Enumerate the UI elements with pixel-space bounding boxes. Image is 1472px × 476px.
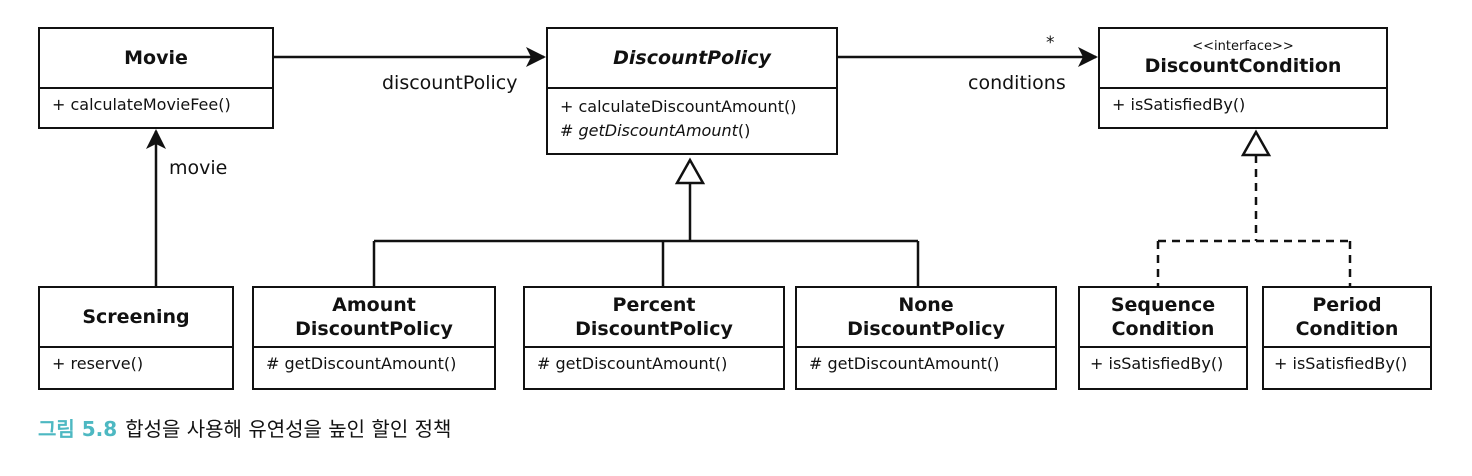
- class-name-line1: Percent: [612, 294, 696, 316]
- class-discountcondition: <<interface>> DiscountCondition + isSati…: [1098, 27, 1388, 129]
- class-discountpolicy-ops: + calculateDiscountAmount() # getDiscoun…: [548, 89, 836, 147]
- class-sequencecondition: Sequence Condition + isSatisfiedBy(): [1078, 286, 1248, 390]
- stereotype: <<interface>>: [1192, 38, 1294, 54]
- label-conditions-role: conditions: [968, 72, 1066, 94]
- class-screening-ops: + reserve(): [40, 348, 232, 380]
- class-name: DiscountCondition: [1144, 54, 1342, 77]
- class-nonediscountpolicy-ops: # getDiscountAmount(): [797, 348, 1055, 380]
- class-sequencecondition-ops: + isSatisfiedBy(): [1080, 348, 1246, 380]
- class-screening: Screening + reserve(): [38, 286, 234, 390]
- class-name-line2: Condition: [1295, 318, 1399, 340]
- class-movie-ops: + calculateMovieFee(): [40, 89, 272, 121]
- class-name-line2: DiscountPolicy: [575, 318, 733, 340]
- operation: + isSatisfiedBy(): [1090, 354, 1224, 373]
- label-multiplicity: *: [1046, 33, 1055, 53]
- operation: + isSatisfiedBy(): [1274, 354, 1408, 373]
- operation-suffix: (): [737, 121, 751, 140]
- class-name: DiscountPolicy: [613, 47, 771, 69]
- class-name-line1: Period: [1312, 294, 1382, 316]
- operation-name: getDiscountAmount: [578, 121, 738, 140]
- operation: # getDiscountAmount(): [537, 354, 728, 373]
- figure-caption: 그림 5.8 합성을 사용해 유연성을 높인 할인 정책: [38, 416, 451, 442]
- class-sequencecondition-header: Sequence Condition: [1080, 288, 1246, 348]
- class-name: Screening: [82, 306, 190, 328]
- class-discountcondition-ops: + isSatisfiedBy(): [1100, 89, 1386, 121]
- class-periodcondition-ops: + isSatisfiedBy(): [1264, 348, 1430, 380]
- class-name: Movie: [124, 47, 188, 69]
- class-nonediscountpolicy: None DiscountPolicy # getDiscountAmount(…: [795, 286, 1057, 390]
- class-percentdiscountpolicy-ops: # getDiscountAmount(): [525, 348, 783, 380]
- class-name-line1: Sequence: [1110, 294, 1216, 316]
- operation: # getDiscountAmount(): [809, 354, 1000, 373]
- class-name-line2: DiscountPolicy: [847, 318, 1005, 340]
- class-discountpolicy: DiscountPolicy + calculateDiscountAmount…: [546, 27, 838, 155]
- operation: + isSatisfiedBy(): [1112, 95, 1246, 114]
- class-name-line2: DiscountPolicy: [295, 318, 453, 340]
- label-movie-role: movie: [169, 157, 228, 179]
- class-movie: Movie + calculateMovieFee(): [38, 27, 274, 129]
- class-amountdiscountpolicy: Amount DiscountPolicy # getDiscountAmoun…: [252, 286, 496, 390]
- operation: + reserve(): [52, 354, 144, 373]
- class-discountpolicy-header: DiscountPolicy: [548, 29, 836, 89]
- class-nonediscountpolicy-header: None DiscountPolicy: [797, 288, 1055, 348]
- class-discountcondition-header: <<interface>> DiscountCondition: [1100, 29, 1386, 89]
- class-periodcondition: Period Condition + isSatisfiedBy(): [1262, 286, 1432, 390]
- generalization-discountpolicy: [372, 157, 920, 286]
- class-screening-header: Screening: [40, 288, 232, 348]
- class-periodcondition-header: Period Condition: [1264, 288, 1430, 348]
- operation: # getDiscountAmount(): [266, 354, 457, 373]
- class-name-line1: Amount: [332, 294, 416, 316]
- class-amountdiscountpolicy-ops: # getDiscountAmount(): [254, 348, 494, 380]
- operation: + calculateMovieFee(): [52, 95, 231, 114]
- figure-caption-text: 합성을 사용해 유연성을 높인 할인 정책: [125, 417, 452, 441]
- class-movie-header: Movie: [40, 29, 272, 89]
- visibility-prefix: #: [560, 121, 579, 140]
- label-discountpolicy-role: discountPolicy: [382, 72, 518, 94]
- operation: + calculateDiscountAmount(): [560, 97, 797, 116]
- realization-discountcondition: [1156, 129, 1352, 286]
- class-amountdiscountpolicy-header: Amount DiscountPolicy: [254, 288, 494, 348]
- class-name-line2: Condition: [1111, 318, 1215, 340]
- class-name-line1: None: [898, 294, 954, 316]
- class-percentdiscountpolicy: Percent DiscountPolicy # getDiscountAmou…: [523, 286, 785, 390]
- figure-number: 그림 5.8: [38, 417, 118, 441]
- operation-abstract: # getDiscountAmount(): [560, 119, 824, 143]
- class-percentdiscountpolicy-header: Percent DiscountPolicy: [525, 288, 783, 348]
